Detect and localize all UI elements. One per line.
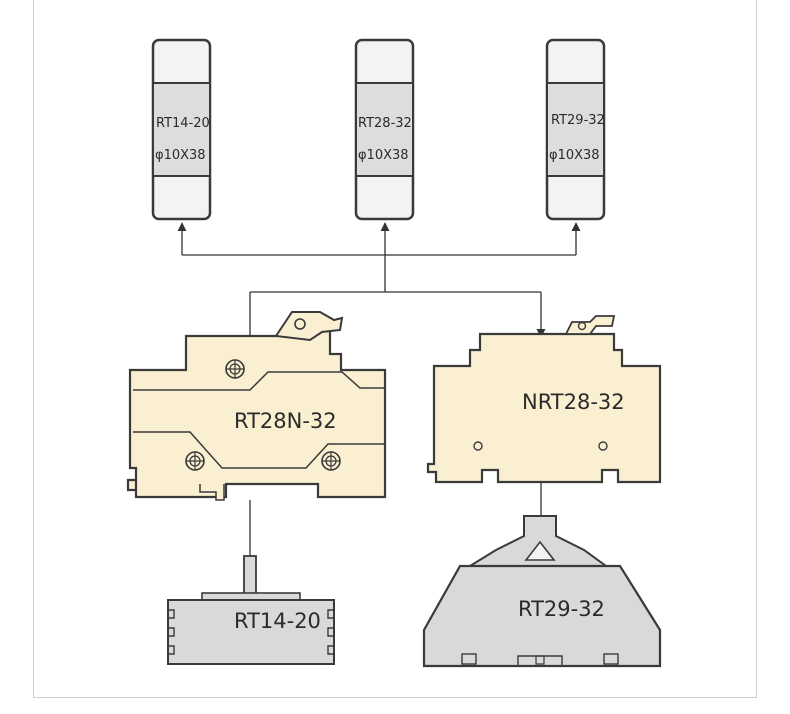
base-model-label: RT29-32	[518, 597, 605, 621]
holder-model-label: RT28N-32	[234, 409, 337, 433]
screw-icon	[185, 451, 205, 471]
fuse-base-rt14-20: RT14-20	[167, 555, 335, 665]
connector-lines	[177, 222, 581, 570]
diagram-frame	[33, 0, 757, 698]
fuse-size-label: φ10X38	[358, 148, 409, 163]
fuse-cartridge-rt28-32: RT28-32 φ10X38	[354, 38, 415, 221]
fuse-model-label: RT14-20	[156, 116, 210, 131]
fuse-model-label: RT28-32	[358, 116, 412, 131]
base-model-label: RT14-20	[234, 609, 321, 633]
fuse-size-label: φ10X38	[155, 148, 206, 163]
fuse-holder-rt28n-32: RT28N-32	[126, 311, 387, 501]
fuse-cartridge-rt14-20: RT14-20 φ10X38	[151, 38, 212, 221]
fuse-holder-nrt28-32: NRT28-32	[426, 315, 662, 484]
screw-icon	[321, 451, 341, 471]
screw-icon	[225, 359, 245, 379]
holder-model-label: NRT28-32	[522, 390, 625, 414]
fuse-model-label: RT29-32	[551, 113, 605, 128]
fuse-size-label: φ10X38	[549, 148, 600, 163]
fuse-base-rt29-32: RT29-32	[422, 515, 662, 668]
fuse-cartridge-rt29-32: RT29-32 φ10X38	[545, 38, 606, 221]
